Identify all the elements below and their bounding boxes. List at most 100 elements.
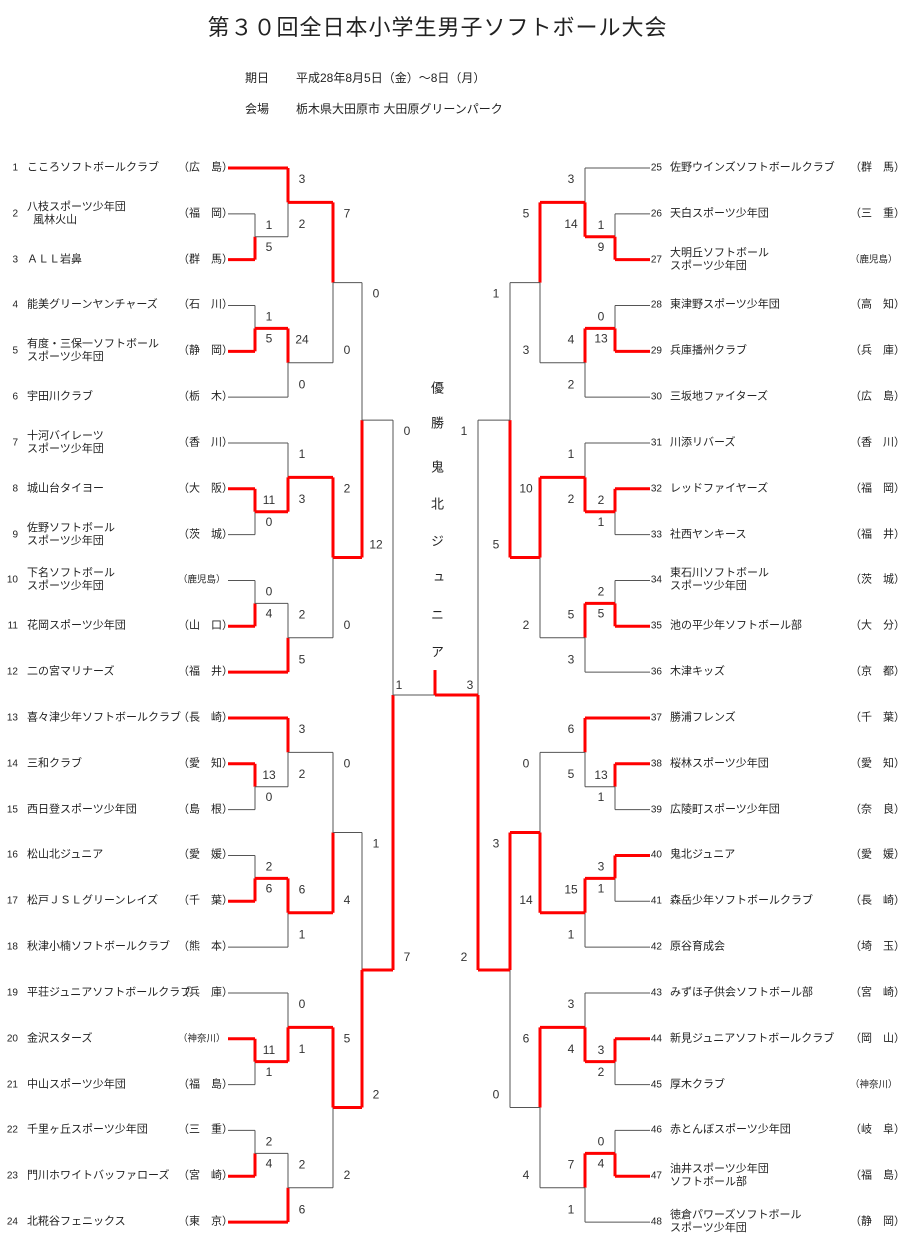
team-number: 18 [6,941,18,953]
team-name: みずほ子供会ソフトボール部 [670,986,813,999]
match-score: 0 [299,997,306,1011]
match-score: 2 [598,585,605,599]
team-prefecture: （東 京） [178,1215,233,1228]
match-score: 2 [299,608,306,622]
team-name: 能美グリーンヤンチャーズ [27,298,158,311]
match-score: 2 [299,767,306,781]
match-score: 1 [598,790,605,804]
match-score: 5 [266,240,273,254]
team-number: 35 [650,620,662,632]
match-score: 2 [523,618,530,632]
team-name: 鬼北ジュニア [670,848,736,861]
team-prefecture: （福 井） [850,528,900,541]
team-number: 17 [6,895,18,907]
match-score: 0 [299,377,306,391]
match-score: 2 [299,217,306,231]
team-prefecture: （大 阪） [178,482,233,495]
team-number: 24 [6,1216,18,1228]
match-score: 2 [598,1065,605,1079]
team-prefecture: （三 重） [178,1123,233,1136]
team-name: 油井スポーツ少年団 ソフトボール部 [670,1163,769,1189]
team-number: 40 [650,849,662,861]
match-score: 24 [295,333,309,347]
team-prefecture: （兵 庫） [850,344,900,357]
team-name: 門川ホワイトバッファローズ [27,1169,170,1182]
team-name: 川添リバーズ [670,436,736,449]
team-name: 秋津小楠ソフトボールクラブ [27,940,170,953]
team-prefecture: （島 根） [178,803,233,816]
match-score: 5 [523,207,530,221]
match-score: 2 [373,1088,380,1102]
page-title: 第３０回全日本小学生男子ソフトボール大会 [207,15,668,40]
team-number: 34 [650,574,662,586]
team-prefecture: （鹿児島） [178,574,226,586]
match-score: 5 [568,767,575,781]
match-score: 4 [568,1042,575,1056]
team-name: 天白スポーツ少年団 [670,207,769,220]
match-score: 0 [598,310,605,324]
team-name: 東石川ソフトボール スポーツ少年団 [670,567,769,593]
match-score: 2 [266,1135,273,1149]
team-name: 徳倉パワーズソフトボール スポーツ少年団 [670,1209,802,1235]
team-prefecture: （栃 木） [178,390,233,403]
venue-row: 会場 栃木県大田原市 大田原グリーンパーク [245,100,503,117]
match-score: 2 [568,492,575,506]
match-score: 3 [299,722,306,736]
team-number: 5 [12,345,18,357]
match-score: 11 [263,493,276,507]
team-number: 2 [12,208,18,220]
team-name: 西日登スポーツ少年団 [27,803,137,816]
match-score: 14 [564,217,578,231]
match-score: 1 [266,218,273,232]
team-prefecture: （神奈川） [850,1079,898,1091]
match-score: 5 [299,652,306,666]
team-number: 3 [12,254,18,266]
match-score: 6 [568,722,575,736]
team-prefecture: （香 川） [850,436,900,449]
match-score: 3 [467,678,474,692]
match-score: 2 [461,950,468,964]
team-name: 大明丘ソフトボール スポーツ少年団 [670,246,769,272]
team-prefecture: （鹿児島） [850,254,898,266]
match-score: 1 [299,447,306,461]
team-number: 32 [650,483,662,495]
match-score: 6 [299,1202,306,1216]
team-name: 厚木クラブ [670,1078,725,1091]
match-score: 2 [344,482,351,496]
match-score: 3 [598,1043,605,1057]
team-number: 8 [12,483,18,495]
team-name: 佐野ソフトボール スポーツ少年団 [27,521,115,547]
team-number: 45 [650,1079,662,1091]
team-prefecture: （福 島） [178,1078,233,1091]
team-prefecture: （愛 媛） [178,848,233,861]
team-name: 十河バイレーツ スポーツ少年団 [27,429,104,455]
team-prefecture: （長 崎） [178,711,233,724]
team-name: 森岳少年ソフトボールクラブ [670,894,813,907]
match-score: 1 [299,1042,306,1056]
team-prefecture: （三 重） [850,207,900,220]
match-score: 0 [523,757,530,771]
team-prefecture: （長 崎） [850,894,900,907]
match-score: 2 [299,1158,306,1172]
team-number: 25 [650,162,662,174]
team-number: 26 [650,208,662,220]
team-name: 喜々津少年ソフトボールクラブ [27,711,181,724]
match-score: 2 [344,1168,351,1182]
team-prefecture: （岐 阜） [850,1123,900,1136]
team-prefecture: （福 井） [178,665,233,678]
team-name: 赤とんぼスポーツ少年団 [670,1123,791,1136]
team-prefecture: （愛 知） [178,757,233,770]
team-name: 兵庫播州クラブ [670,344,747,357]
match-score: 1 [299,927,306,941]
team-number: 11 [7,620,18,632]
team-prefecture: （神奈川） [178,1033,226,1045]
team-number: 38 [650,758,662,770]
match-score: 12 [369,538,383,552]
match-score: 13 [262,768,276,782]
team-prefecture: （静 岡） [178,344,233,357]
team-number: 31 [650,437,662,449]
match-score: 13 [594,331,608,345]
venue-value: 栃木県大田原市 大田原グリーンパーク [296,102,503,116]
team-name: 広陵町スポーツ少年団 [670,803,780,816]
